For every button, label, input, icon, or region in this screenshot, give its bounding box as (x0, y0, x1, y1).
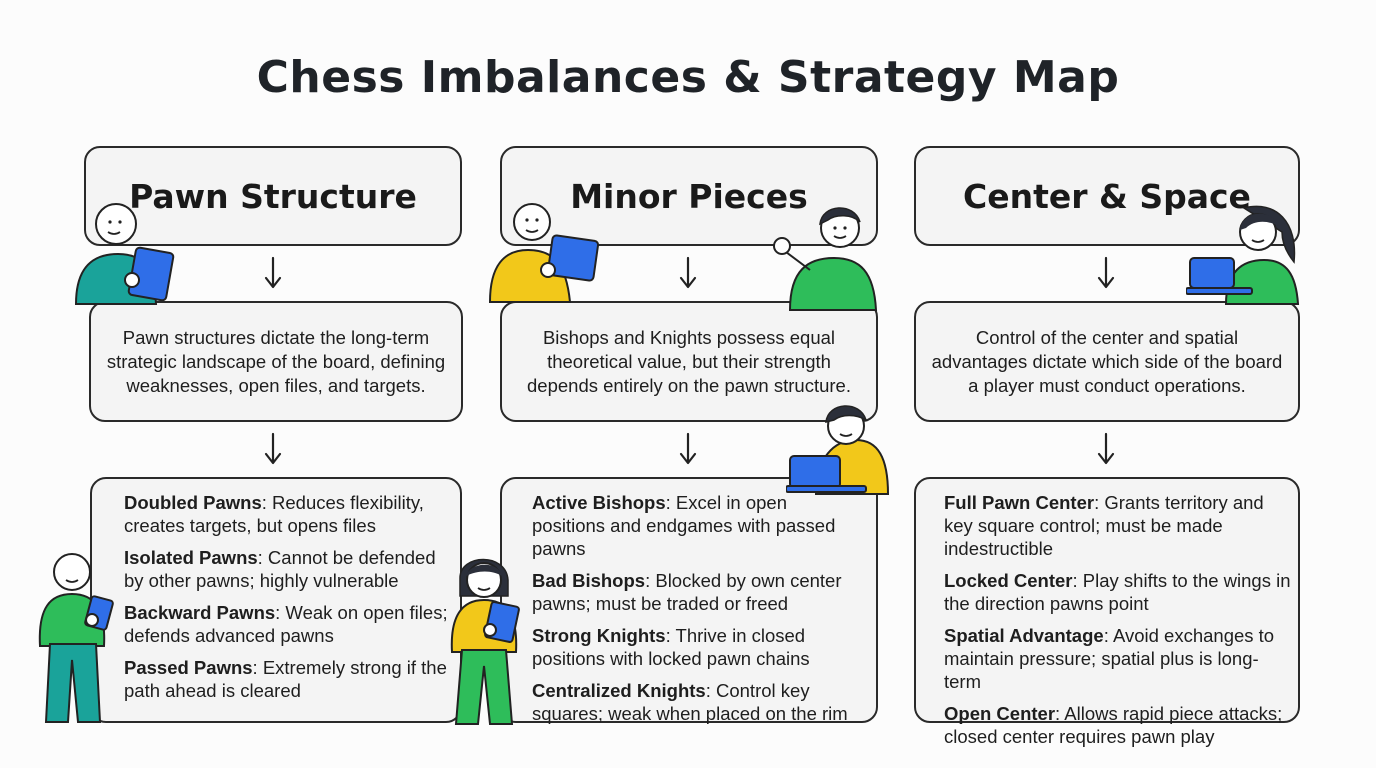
description-box-center-space: Control of the center and spatial advant… (914, 301, 1300, 422)
details-box-pawn-structure: Doubled Pawns: Reduces flexibility, crea… (90, 477, 462, 723)
item-text: : Avoid exchanges to maintain pressure; … (944, 625, 1275, 692)
arrow-down-icon (679, 432, 697, 465)
person-with-laptop-icon (786, 405, 890, 495)
list-item: Bad Bishops: Blocked by own center pawns… (532, 569, 862, 615)
arrow-down-icon (679, 256, 697, 289)
item-term: Backward Pawns (124, 602, 276, 623)
details-box-center-space: Full Pawn Center: Grants territory and k… (914, 477, 1300, 747)
list-item: Backward Pawns: Weak on open files; defe… (124, 601, 454, 647)
arrow-down-icon (264, 432, 282, 465)
description-minor-pieces: Bishops and Knights possess equal theore… (527, 326, 851, 396)
list-item: Active Bishops: Excel in open positions … (532, 491, 862, 560)
heading-box-center-space: Center & Space (914, 146, 1300, 246)
page-title: Chess Imbalances & Strategy Map (256, 52, 1120, 103)
description-box-pawn-structure: Pawn structures dictate the long-term st… (89, 301, 463, 422)
arrow-down-icon (1097, 432, 1115, 465)
item-text: : Excel in open positions and endgames w… (532, 492, 836, 559)
item-text: : Blocked by own center pawns; must be t… (532, 570, 842, 614)
item-text: : Extremely strong if the path ahead is … (124, 657, 447, 701)
list-item: Spatial Advantage: Avoid exchanges to ma… (944, 624, 1294, 693)
item-text: : Control key squares; weak when placed … (532, 680, 848, 724)
item-term: Open Center (944, 703, 1056, 724)
heading-box-pawn-structure: Pawn Structure (84, 146, 462, 246)
item-term: Full Pawn Center (944, 492, 1095, 513)
heading-pawn-structure: Pawn Structure (129, 176, 417, 216)
list-item: Passed Pawns: Extremely strong if the pa… (124, 656, 454, 702)
list-item: Isolated Pawns: Cannot be defended by ot… (124, 546, 454, 592)
arrow-down-icon (1097, 256, 1115, 289)
person-with-laptop-icon (1186, 205, 1300, 305)
person-with-tablet-icon (74, 203, 175, 305)
list-item: Open Center: Allows rapid piece attacks;… (944, 702, 1294, 748)
item-term: Centralized Knights (532, 680, 706, 701)
arrow-down-icon (264, 256, 282, 289)
heading-box-minor-pieces: Minor Pieces (500, 146, 878, 246)
item-text: : Weak on open files; defends advanced p… (124, 602, 448, 646)
item-text: : Cannot be defended by other pawns; hig… (124, 547, 436, 591)
item-term: Isolated Pawns (124, 547, 258, 568)
list-item: Full Pawn Center: Grants territory and k… (944, 491, 1294, 560)
list-item: Centralized Knights: Control key squares… (532, 679, 862, 725)
item-term: Doubled Pawns (124, 492, 262, 513)
item-term: Bad Bishops (532, 570, 646, 591)
standing-person-with-phone-icon (38, 553, 114, 723)
heading-center-space: Center & Space (963, 176, 1251, 216)
item-text: : Play shifts to the wings in the direct… (944, 570, 1291, 614)
item-text: : Allows rapid piece attacks; closed cen… (944, 703, 1283, 747)
list-item: Locked Center: Play shifts to the wings … (944, 569, 1294, 615)
list-item: Strong Knights: Thrive in closed positio… (532, 624, 862, 670)
item-term: Passed Pawns (124, 657, 253, 678)
item-term: Locked Center (944, 570, 1073, 591)
item-text: : Thrive in closed positions with locked… (532, 625, 810, 669)
description-pawn-structure: Pawn structures dictate the long-term st… (106, 326, 446, 396)
heading-minor-pieces: Minor Pieces (570, 176, 808, 216)
details-box-minor-pieces: Active Bishops: Excel in open positions … (500, 477, 878, 725)
description-center-space: Control of the center and spatial advant… (931, 326, 1283, 396)
item-term: Spatial Advantage (944, 625, 1104, 646)
item-text: : Grants territory and key square contro… (944, 492, 1264, 559)
item-term: Strong Knights (532, 625, 666, 646)
list-item: Doubled Pawns: Reduces flexibility, crea… (124, 491, 454, 537)
description-box-minor-pieces: Bishops and Knights possess equal theore… (500, 301, 878, 422)
item-text: : Reduces flexibility, creates targets, … (124, 492, 424, 536)
item-term: Active Bishops (532, 492, 666, 513)
standing-person-with-tablet-icon (450, 558, 520, 725)
person-with-tablet-icon (488, 203, 600, 303)
waving-person-icon (773, 207, 878, 311)
